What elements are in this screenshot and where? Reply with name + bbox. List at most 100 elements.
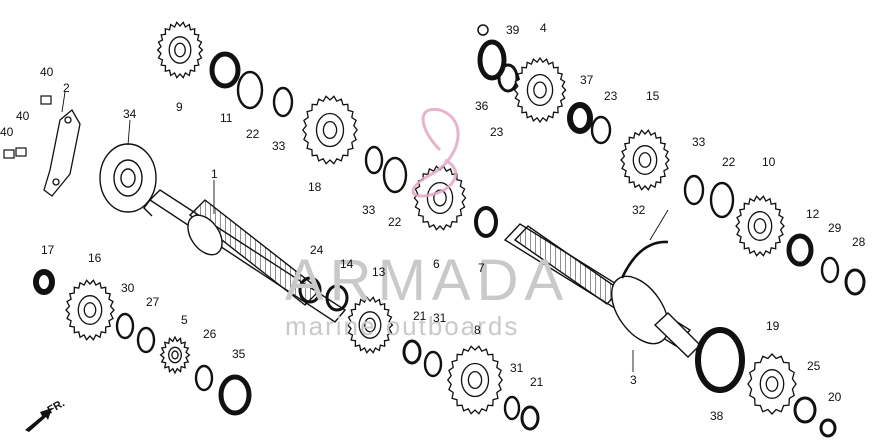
- callout-24: 24: [310, 243, 324, 257]
- callout-31-alt-3: 31: [510, 361, 524, 375]
- sprocket-19: [747, 353, 797, 415]
- plate-28: [844, 268, 866, 296]
- callout-40-alt-8: 40: [16, 109, 30, 123]
- leader-lines: [61, 91, 669, 372]
- bolts-40: [3, 95, 52, 159]
- gear-18: [301, 95, 359, 165]
- washer-30: [115, 312, 135, 340]
- callout-10: 10: [762, 155, 776, 169]
- watermark-tagline: marine outboards: [285, 311, 519, 341]
- washer-22b: [382, 156, 408, 194]
- washer-22c: [709, 181, 735, 219]
- needle-bearing-17: [33, 269, 55, 295]
- callout-11: 11: [220, 111, 233, 125]
- callout-23: 23: [604, 89, 618, 103]
- collar-23a: [497, 63, 519, 93]
- parts-layer: [33, 21, 866, 438]
- gear-4: [513, 56, 567, 124]
- callout-6: 6: [433, 257, 440, 271]
- circlip-33a: [272, 86, 294, 118]
- callout-36: 36: [475, 99, 489, 113]
- callout-38: 38: [710, 409, 724, 423]
- callout-35: 35: [232, 347, 246, 361]
- callout-33: 33: [272, 139, 286, 153]
- callout-22-alt-6: 22: [722, 155, 736, 169]
- bearing-11: [209, 51, 241, 89]
- callout-4: 4: [540, 21, 547, 35]
- collar-21a: [402, 339, 422, 365]
- gear-9: [156, 21, 204, 79]
- callout-22-alt-1: 22: [388, 215, 402, 229]
- callout-14: 14: [340, 257, 354, 271]
- cap-39: [477, 24, 489, 36]
- bearing-35: [218, 374, 252, 416]
- counter-shaft: [503, 223, 701, 358]
- bushing-24: [298, 276, 322, 304]
- callout-15: 15: [646, 89, 660, 103]
- callout-25: 25: [807, 359, 821, 373]
- callout-19: 19: [766, 319, 780, 333]
- main-shaft: [143, 189, 347, 323]
- callout-28: 28: [852, 235, 866, 249]
- front-direction-arrow: FR.: [25, 397, 67, 432]
- callout-37: 37: [580, 73, 594, 87]
- callout-2: 2: [63, 81, 70, 95]
- circlip-33c: [683, 174, 705, 206]
- callout-17: 17: [41, 243, 55, 257]
- callout-13: 13: [372, 265, 386, 279]
- washer-26: [194, 364, 214, 392]
- washer-31a: [423, 350, 443, 378]
- bearing-34: [99, 143, 157, 213]
- watermark-logo: [411, 107, 460, 198]
- callout-29: 29: [828, 221, 842, 235]
- callout-9: 9: [176, 100, 183, 114]
- callout-12: 12: [806, 207, 820, 221]
- callout-8: 8: [474, 323, 481, 337]
- gear-16: [65, 279, 115, 341]
- needle-bearing-37: [567, 102, 593, 134]
- callout-34: 34: [123, 107, 137, 121]
- gear-13: [346, 296, 394, 354]
- callout-33-alt-4: 33: [362, 203, 376, 217]
- seal-38: [695, 327, 745, 393]
- watermark-brand: ARMADA: [285, 248, 569, 313]
- callout-39: 39: [506, 23, 520, 37]
- bearing-36: [477, 39, 507, 81]
- callout-1: 1: [211, 167, 218, 181]
- bracket-2: [43, 109, 81, 197]
- snap-arc-32: [620, 240, 669, 279]
- callout-27: 27: [146, 295, 160, 309]
- washer-23b: [590, 115, 612, 145]
- callout-32: 32: [632, 203, 646, 217]
- callout-23-alt-2: 23: [490, 125, 504, 139]
- callout-30: 30: [121, 281, 135, 295]
- circlip-33b: [364, 145, 384, 175]
- bearing-12: [786, 233, 814, 267]
- callout-7: 7: [478, 261, 485, 275]
- callout-40-alt-7: 40: [0, 125, 14, 139]
- collar-21b: [520, 405, 540, 431]
- front-direction-label: FR.: [46, 397, 67, 416]
- gear-10: [735, 195, 785, 257]
- washer-27: [136, 326, 156, 354]
- callout-5: 5: [181, 313, 188, 327]
- callout-33-alt-5: 33: [692, 135, 706, 149]
- bushing-7: [474, 206, 498, 238]
- gear-15: [620, 129, 670, 191]
- callout-21: 21: [413, 309, 427, 323]
- gear-6: [413, 165, 467, 231]
- callout-21-alt-0: 21: [530, 375, 544, 389]
- washer-14: [325, 284, 349, 312]
- gear-8: [446, 345, 504, 415]
- bolt-20: [819, 418, 837, 438]
- gear-5: [159, 335, 191, 375]
- callout-22: 22: [246, 127, 260, 141]
- callout-3: 3: [630, 373, 637, 387]
- callout-18: 18: [308, 180, 322, 194]
- washer-29: [820, 256, 840, 284]
- watermark: ARMADA marine outboards: [285, 107, 569, 341]
- callout-26: 26: [203, 327, 217, 341]
